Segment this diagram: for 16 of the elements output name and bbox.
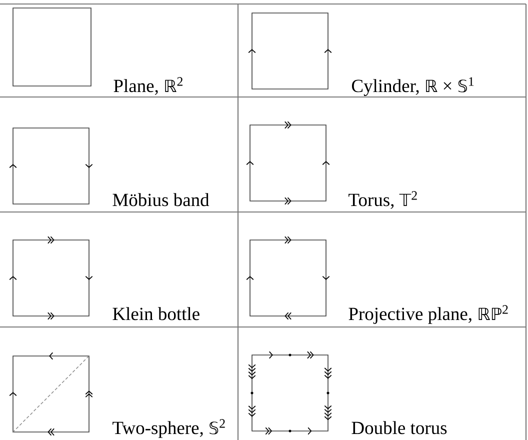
node-label: Cylinder, ℝ × 𝕊$^{1}$ bbox=[352, 77, 474, 96]
square bbox=[12, 355, 90, 433]
node-label: Möbius band bbox=[112, 193, 210, 206]
node-label: Klein bottle bbox=[112, 307, 200, 320]
square bbox=[252, 354, 328, 432]
square bbox=[252, 12, 328, 90]
square bbox=[12, 8, 92, 86]
square bbox=[12, 128, 90, 204]
square bbox=[12, 240, 90, 316]
node-label: Double torus bbox=[352, 421, 447, 434]
node-label: Projective plane, ℝℙ$^{2}$ bbox=[348, 305, 508, 324]
square bbox=[250, 240, 326, 316]
node-label: Plane, ℝ$^{2}$ bbox=[114, 77, 182, 95]
node-label: Torus, 𝕋$^{2}$ bbox=[348, 191, 417, 209]
square bbox=[250, 124, 326, 202]
node-label: Two-sphere, 𝕊$^{2}$ bbox=[112, 419, 225, 438]
